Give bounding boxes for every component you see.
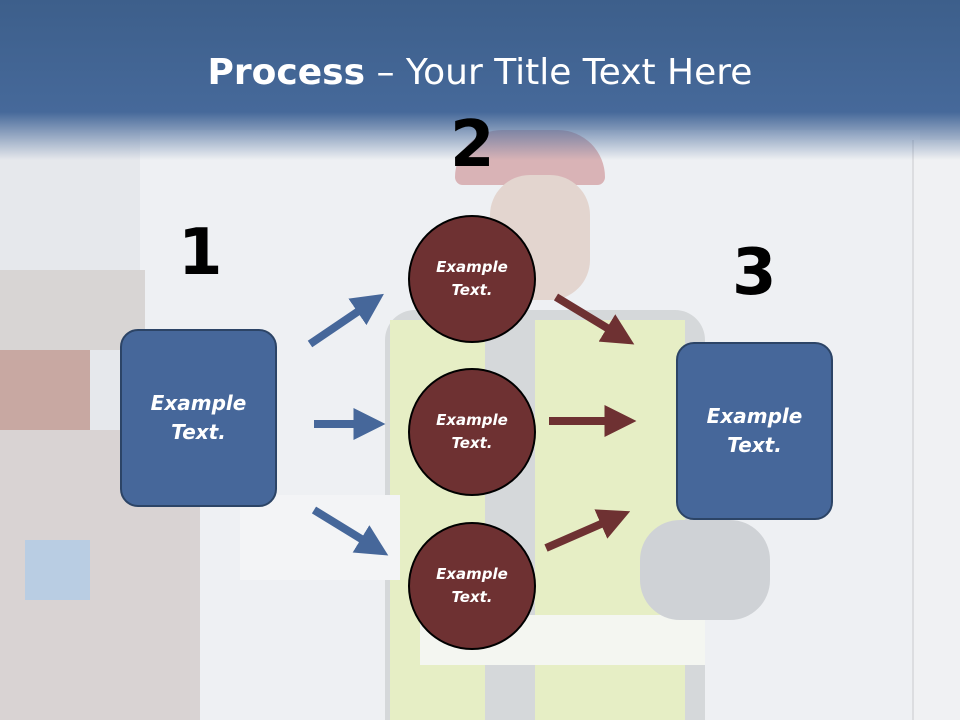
circle-bottom-line2: Text. [451,588,493,606]
right-box-line2: Text. [727,433,782,457]
left-box: Example Text. [120,329,277,507]
background-door [912,140,960,720]
circle-middle: Example Text. [408,368,536,496]
left-box-line1: Example [150,391,247,415]
arrow-bottom-to-right [544,509,631,552]
background-roof [0,350,90,430]
left-box-line2: Text. [171,420,226,444]
arrow-top-to-right [553,293,635,345]
circle-bottom-line1: Example [436,565,508,583]
step-number-3: 3 [732,236,777,310]
background-container [25,540,90,600]
circle-top-line1: Example [436,258,508,276]
right-box: Example Text. [676,342,833,520]
circle-middle-line1: Example [436,411,508,429]
circle-bottom: Example Text. [408,522,536,650]
arrow-left-to-bottom [311,506,389,556]
step-number-1: 1 [178,216,223,290]
circle-middle-line2: Text. [451,434,493,452]
arrow-left-to-top [307,293,384,348]
title-rest: – Your Title Text Here [365,52,753,93]
title-bold: Process [207,52,366,93]
title-bar [0,0,960,160]
step-number-2: 2 [450,108,495,182]
circle-top-line2: Text. [451,281,493,299]
slide-title: Process – Your Title Text Here [0,52,960,93]
circle-top: Example Text. [408,215,536,343]
right-box-line1: Example [706,404,803,428]
background-building [0,270,145,350]
background-arm [640,520,770,620]
